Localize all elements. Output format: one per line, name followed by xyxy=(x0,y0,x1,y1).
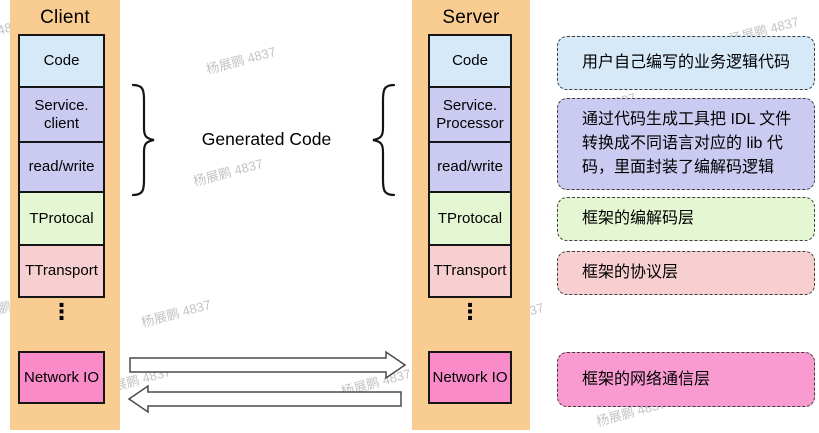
client-box-tprotocal: TProtocal xyxy=(18,191,105,246)
server-box-network-io: Network IO xyxy=(428,351,512,404)
client-ellipsis: ⋮ xyxy=(50,299,73,324)
client-box-ttransport: TTransport xyxy=(18,244,105,298)
server-box-read-write: read/write xyxy=(428,141,512,193)
note-user-code: 用户自己编写的业务逻辑代码 xyxy=(557,36,815,90)
note-generated-lib: 通过代码生成工具把 IDL 文件 转换成不同语言对应的 lib 代 码，里面封装… xyxy=(557,98,815,190)
watermark: 杨展鹏 4837 xyxy=(191,155,265,189)
server-box-tprotocal: TProtocal xyxy=(428,191,512,246)
server-panel: Server Code Service. Processor read/writ… xyxy=(412,0,530,430)
client-panel: Client Code Service. client read/write T… xyxy=(10,0,120,430)
server-to-client-arrow-icon xyxy=(127,384,402,414)
network-io-arrows xyxy=(127,350,407,414)
client-to-server-arrow-icon xyxy=(129,350,407,380)
generated-code-label: Generated Code xyxy=(201,129,332,149)
note-protocol-layer: 框架的协议层 xyxy=(557,251,815,295)
server-ellipsis: ⋮ xyxy=(459,299,481,324)
server-title: Server xyxy=(442,7,500,28)
client-box-network-io: Network IO xyxy=(18,351,105,404)
watermark: 杨展鹏 4837 xyxy=(139,296,213,330)
client-box-code: Code xyxy=(18,34,105,88)
note-codec-layer: 框架的编解码层 xyxy=(557,197,815,241)
client-box-read-write: read/write xyxy=(18,141,105,193)
watermark: 杨展鹏 4837 xyxy=(204,43,278,77)
note-network-layer: 框架的网络通信层 xyxy=(557,352,815,407)
server-box-code: Code xyxy=(428,34,512,88)
left-brace-icon xyxy=(131,83,155,197)
client-box-service: Service. client xyxy=(18,86,105,143)
right-brace-icon xyxy=(372,83,396,197)
client-title: Client xyxy=(40,7,90,28)
server-box-service: Service. Processor xyxy=(428,86,512,143)
server-box-ttransport: TTransport xyxy=(428,244,512,298)
